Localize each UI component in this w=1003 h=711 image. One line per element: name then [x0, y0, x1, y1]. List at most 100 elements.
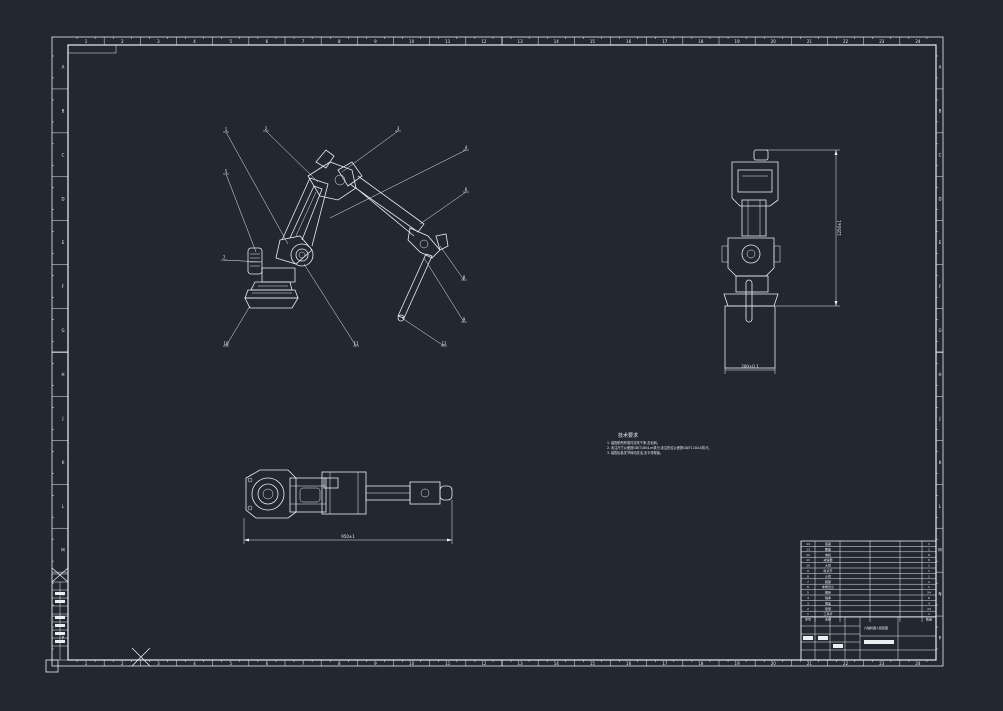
zone-label: E	[62, 240, 65, 245]
zone-label: 2	[121, 661, 124, 666]
bom-row-no: 6	[807, 585, 809, 589]
balloon-label: 3	[397, 126, 400, 131]
technical-notes[interactable]: 技术要求 1. 装配前所有零件清洗干净,去毛刺。 2. 未注尺寸公差按GB/T1…	[607, 432, 712, 455]
bom-header-qty: 数量	[926, 617, 932, 622]
zone-label: L	[62, 504, 65, 509]
bom-row-qty: 1	[928, 612, 930, 616]
zone-label: 20	[771, 661, 777, 666]
zone-label: C	[939, 152, 942, 157]
zone-label: 9	[374, 39, 377, 44]
zone-label: L	[939, 504, 942, 509]
bom-row-name: 腰座	[825, 546, 831, 551]
zone-label: J	[61, 416, 63, 421]
zone-label: 13	[518, 39, 524, 44]
zone-label: F	[62, 284, 65, 289]
bom-row-qty: 24	[927, 607, 931, 611]
zone-label: K	[939, 460, 942, 465]
bom-row-no: 11	[806, 558, 810, 562]
zone-label: 23	[879, 39, 885, 44]
zone-label: B	[62, 108, 65, 113]
bom-row-qty: 1	[928, 542, 930, 546]
notes-title: 技术要求	[618, 432, 638, 439]
zone-label: G	[61, 328, 64, 333]
ucs-icon	[131, 647, 151, 667]
balloon-label: 9	[463, 317, 466, 322]
zone-label: 19	[735, 39, 741, 44]
bom-row-no: 4	[807, 596, 809, 600]
zone-label: N	[939, 592, 942, 597]
zone-label: 9	[374, 661, 377, 666]
zone-label: J	[938, 416, 940, 421]
zone-label: D	[938, 196, 941, 201]
zone-label: 20	[771, 39, 777, 44]
zone-label: 2	[121, 39, 124, 44]
zone-label: M	[938, 548, 942, 553]
zone-label: 3	[157, 39, 160, 44]
zone-label: D	[61, 196, 64, 201]
zone-label: 3	[157, 661, 160, 666]
bom-row-qty: 1	[928, 574, 930, 578]
balloon-label: 8	[463, 275, 466, 280]
zone-label: 16	[626, 39, 632, 44]
outer-border	[51, 36, 944, 667]
balloon-label: 1	[225, 127, 228, 132]
zone-label: 21	[807, 661, 813, 666]
bom-header-no: 序号	[805, 617, 811, 622]
bom-row-name: 端盖	[825, 600, 831, 605]
reach-dimension: 950±1	[341, 534, 355, 539]
bom-row-name: 减速器	[823, 557, 832, 562]
zone-label: M	[61, 548, 65, 553]
bom-row-name: 小臂	[825, 573, 831, 578]
balloon-label: 7	[223, 255, 226, 260]
bom-row-qty: 6	[928, 558, 930, 562]
zone-label: 1	[85, 39, 88, 44]
zone-label: 24	[915, 661, 921, 666]
bom-row-name: 底座	[825, 541, 831, 546]
zone-label: 12	[481, 661, 487, 666]
zone-label: F	[939, 284, 942, 289]
robot-front-view[interactable]: 1250±1 200±0.1	[721, 149, 842, 374]
zone-label: 6	[266, 39, 269, 44]
zone-label: P	[939, 636, 942, 641]
bom-row-qty: 6	[928, 596, 930, 600]
top-left-box	[67, 44, 117, 54]
zone-label: B	[939, 108, 942, 113]
zone-label: 13	[518, 661, 524, 666]
bom-row-name: 末端法兰	[822, 584, 834, 589]
zone-label: 24	[915, 39, 921, 44]
bom-row-qty: 1	[928, 585, 930, 589]
zone-label: 8	[338, 39, 341, 44]
zone-label: 15	[590, 661, 596, 666]
zone-label: 10	[409, 661, 415, 666]
bom-row-no: 5	[807, 591, 809, 595]
bom-row-no: 1	[807, 612, 809, 616]
bom-row-qty: 1	[928, 580, 930, 584]
zone-label: 14	[554, 39, 560, 44]
bom-row-qty: 1	[928, 547, 930, 551]
bom-row-no: 10	[806, 564, 810, 568]
zone-label: 10	[409, 39, 415, 44]
zone-label: A	[62, 64, 65, 69]
bom-row-qty: 24	[927, 591, 931, 595]
zone-label: 5	[229, 39, 232, 44]
bom-row-name: 轴承	[825, 595, 831, 600]
zone-label: 5	[229, 661, 232, 666]
zone-label: K	[62, 460, 65, 465]
robot-top-view[interactable]: 950±1	[243, 469, 453, 544]
bom-row-name: 垫圈	[825, 606, 831, 611]
balloon-label: 10	[223, 341, 229, 346]
bom-row-name: 螺栓	[825, 590, 831, 595]
zone-label: 14	[554, 661, 560, 666]
zone-label: 11	[445, 39, 451, 44]
balloon-label: 6	[465, 187, 468, 192]
zone-label: 1	[85, 661, 88, 666]
zone-label: 19	[735, 661, 741, 666]
zone-label: 23	[879, 661, 885, 666]
